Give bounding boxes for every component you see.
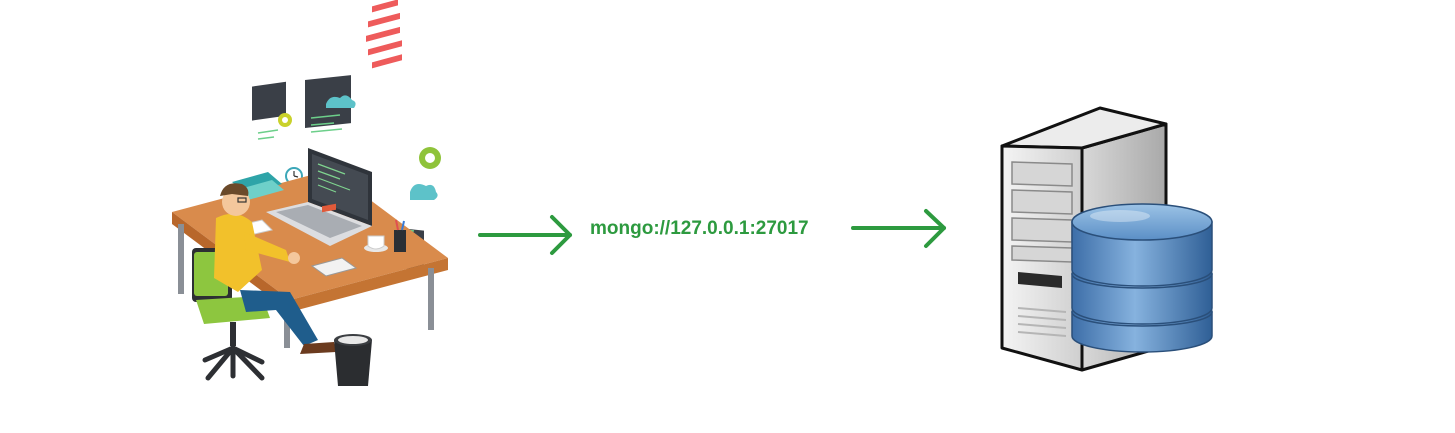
arrow-to-server: [851, 209, 946, 248]
developer-at-desk-icon: [172, 0, 448, 386]
arrow-to-connection: [478, 215, 572, 255]
database-server-icon: [1000, 106, 1213, 372]
connection-uri-label: mongo://127.0.0.1:27017: [590, 218, 809, 239]
